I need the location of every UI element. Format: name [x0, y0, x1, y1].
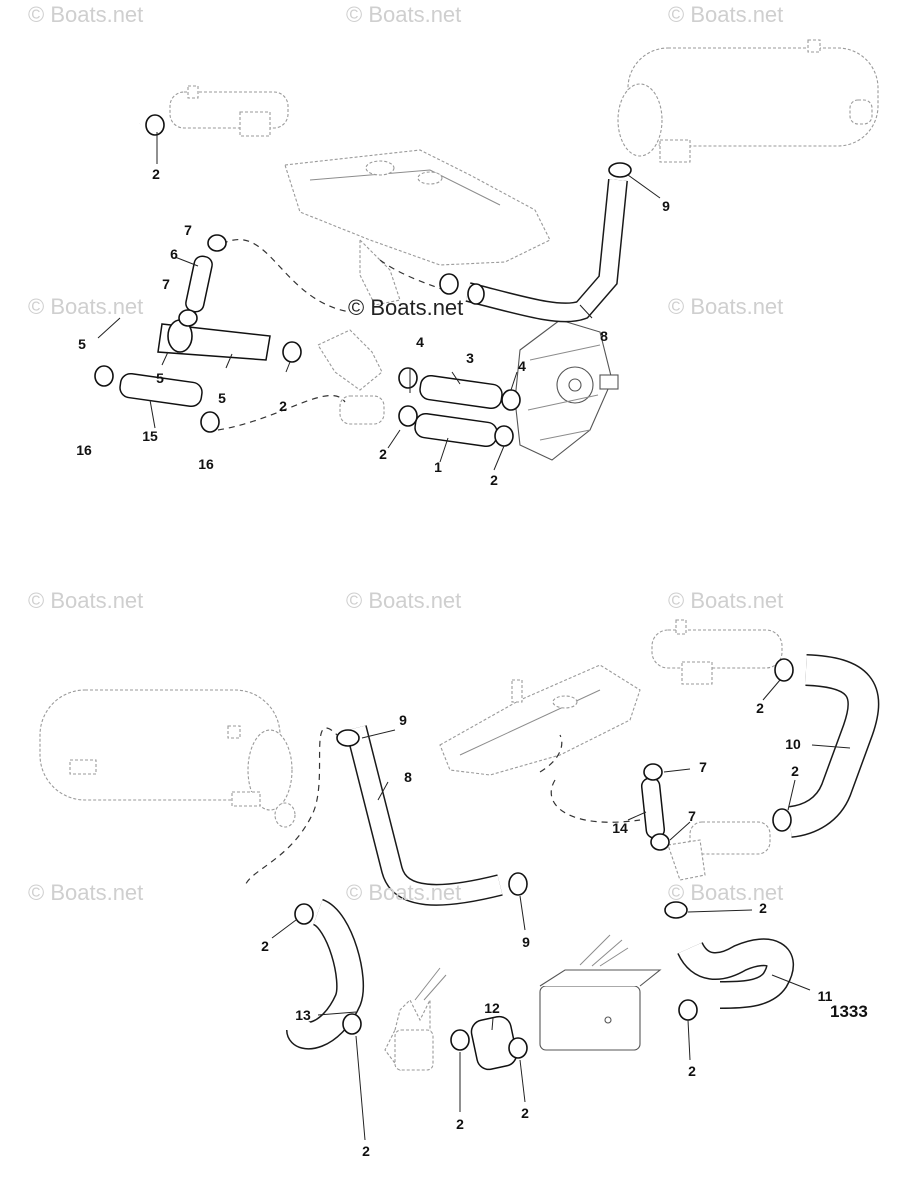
watermark: © Boats.net — [28, 2, 144, 27]
callout-clamp-2: 2 — [490, 472, 498, 488]
callout-clamp-4: 4 — [416, 334, 424, 350]
watermark: © Boats.net — [668, 294, 784, 319]
callout-clamp-2: 2 — [379, 446, 387, 462]
callout-clamp-2: 2 — [791, 763, 799, 779]
hose-clamp-icon — [94, 114, 632, 447]
callout-clamp-9: 9 — [399, 712, 407, 728]
center-watermark: © Boats.net — [348, 295, 464, 320]
callout-clamp-7: 7 — [699, 759, 707, 775]
callout-hose-15: 15 — [142, 428, 158, 444]
callout-clamp-7: 7 — [688, 808, 696, 824]
callout-clamp-2: 2 — [152, 166, 160, 182]
callout-clamp-16: 16 — [76, 442, 92, 458]
callout-hose-3: 3 — [466, 350, 474, 366]
watermark: © Boats.net — [346, 588, 462, 613]
watermark: © Boats.net — [668, 588, 784, 613]
watermark: © Boats.net — [28, 294, 144, 319]
callout-clamp-2: 2 — [756, 700, 764, 716]
callout-clamp-7: 7 — [162, 276, 170, 292]
hose-15 — [119, 372, 203, 408]
callout-hose-5: 5 — [78, 336, 86, 352]
hose-14 — [640, 777, 666, 839]
water-pump-icon — [514, 319, 619, 461]
thermostat-housing-icon — [667, 821, 771, 881]
watermark: © Boats.net — [28, 588, 144, 613]
callout-hose-5: 5 — [156, 370, 164, 386]
callout-clamp-16: 16 — [198, 456, 214, 472]
callout-hose-8: 8 — [600, 328, 608, 344]
watermark: © Boats.net — [28, 880, 144, 905]
callout-hose-12: 12 — [484, 1000, 500, 1016]
callout-clamp-2: 2 — [261, 938, 269, 954]
callout-clamp-2: 2 — [521, 1105, 529, 1121]
hose-3 — [419, 374, 503, 410]
hose-10 — [787, 654, 880, 838]
watermark: © Boats.net — [668, 880, 784, 905]
callout-clamp-2: 2 — [456, 1116, 464, 1132]
callout-hose-6: 6 — [170, 246, 178, 262]
callout-clamp-2: 2 — [362, 1143, 370, 1159]
hose-8 — [465, 179, 628, 323]
watermark: © Boats.net — [346, 880, 462, 905]
callout-hose-13: 13 — [295, 1007, 311, 1023]
top-assembly — [78, 39, 879, 461]
callout-clamp-2: 2 — [759, 900, 767, 916]
callout-clamp-2: 2 — [279, 398, 287, 414]
figure-number: 1333 — [830, 1002, 868, 1021]
fuel-cooler-icon — [539, 934, 662, 1051]
bottom-assembly — [39, 619, 880, 1071]
callout-hose-5: 5 — [218, 390, 226, 406]
hose-11 — [677, 938, 794, 1009]
watermark: © Boats.net — [346, 2, 462, 27]
callout-hose-11: 11 — [817, 988, 833, 1004]
cooler-small-icon — [169, 85, 289, 137]
callout-clamp-9: 9 — [662, 198, 670, 214]
heat-exchanger-large-icon — [39, 689, 296, 828]
hose-clamp-bottom-icon — [294, 658, 794, 1059]
callout-hose-14: 14 — [612, 820, 628, 836]
water-pump-bottom-icon — [384, 967, 447, 1071]
watermark: © Boats.net — [668, 2, 784, 27]
exhaust-manifold-icon — [284, 149, 551, 306]
callout-hose-10: 10 — [785, 736, 801, 752]
exhaust-manifold-bottom-icon — [439, 664, 641, 776]
hose-8-bottom — [345, 725, 503, 906]
callout-clamp-2: 2 — [688, 1063, 696, 1079]
hose-5 — [78, 110, 271, 361]
tee-fitting-icon — [317, 329, 385, 425]
heat-exchanger-icon — [617, 39, 879, 163]
leader-lines — [97, 132, 851, 1141]
callout-hose-1: 1 — [434, 459, 442, 475]
cooler-small-bottom-icon — [651, 619, 783, 685]
callout-hose-8: 8 — [404, 769, 412, 785]
callout-clamp-7: 7 — [184, 222, 192, 238]
hose-1 — [414, 412, 498, 448]
callout-clamp-4: 4 — [518, 358, 526, 374]
hose-13 — [286, 898, 365, 1050]
callout-clamp-9: 9 — [522, 934, 530, 950]
hose-6 — [185, 255, 213, 313]
